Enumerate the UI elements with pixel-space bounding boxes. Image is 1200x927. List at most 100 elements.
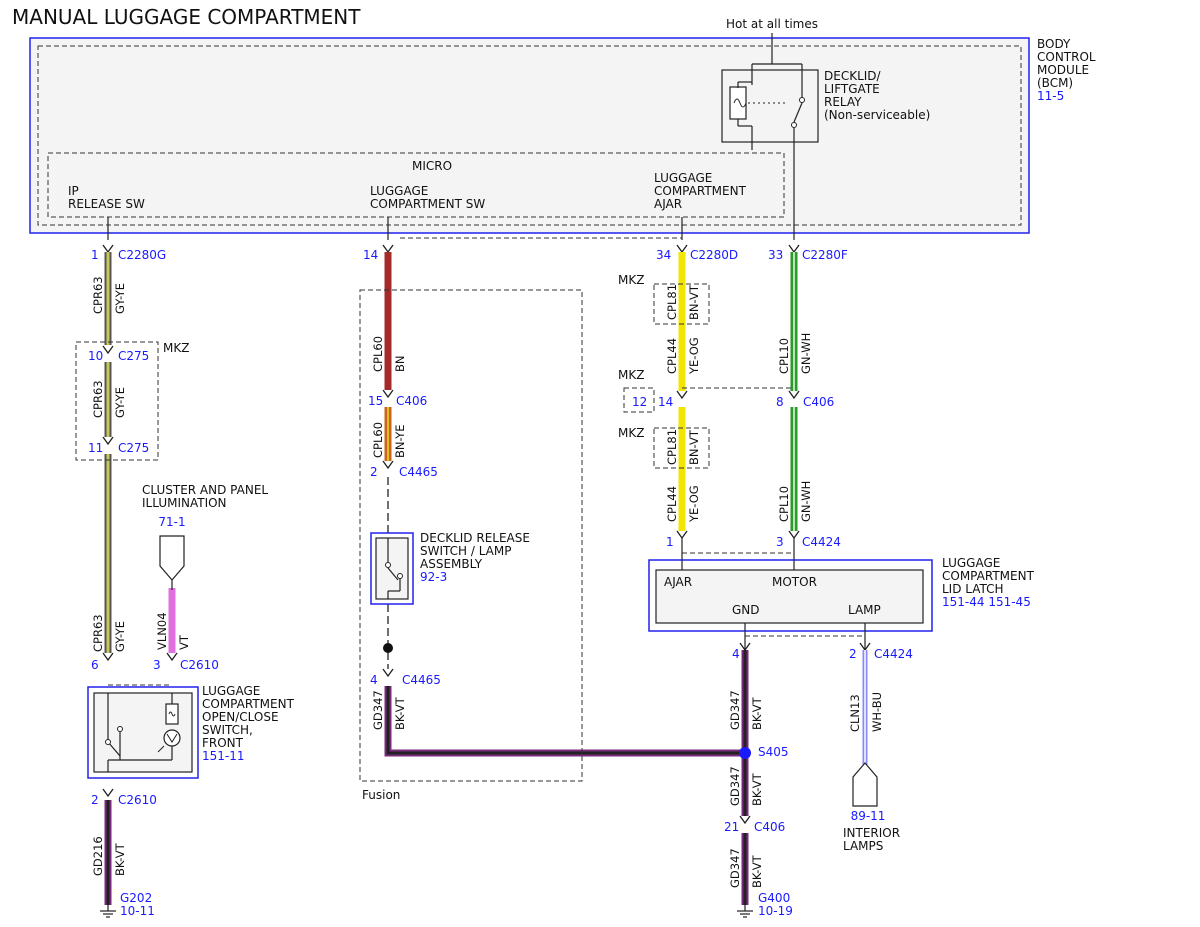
relay-label-3: RELAY bbox=[824, 95, 862, 109]
gnd-pin4: 4 bbox=[732, 647, 740, 661]
vln04-color: VT bbox=[177, 634, 191, 650]
cpr63-color-1: GY-YE bbox=[113, 283, 127, 314]
cluster-label-2: ILLUMINATION bbox=[142, 496, 227, 510]
interior-lamps: 89-11 INTERIOR LAMPS bbox=[843, 762, 900, 853]
cpl60b-color: BN-YE bbox=[393, 424, 407, 458]
open-close-switch: LUGGAGE COMPARTMENT OPEN/CLOSE SWITCH, F… bbox=[87, 684, 295, 779]
c406a-pin: 15 bbox=[368, 394, 383, 408]
vln04-circuit: VLN04 bbox=[155, 612, 169, 650]
cln13-color: WH-BU bbox=[870, 692, 884, 732]
cpl81-color-2: BN-VT bbox=[687, 429, 701, 465]
g202-label: G202 bbox=[120, 891, 152, 905]
c2610a-pin: 6 bbox=[91, 658, 99, 672]
c406b-right-pin: 8 bbox=[776, 395, 784, 409]
decklid-sw-label-1: DECKLID RELEASE bbox=[420, 531, 530, 545]
connector-arrows bbox=[102, 244, 871, 825]
c2280g-conn: C2280G bbox=[118, 248, 166, 262]
lid-latch: AJAR MOTOR GND LAMP LUGGAGE COMPARTMENT … bbox=[648, 538, 1035, 650]
c406b-left-pin: 12 bbox=[632, 395, 647, 409]
c2280g-pin: 1 bbox=[91, 248, 99, 262]
latch-pin-ajar: AJAR bbox=[664, 575, 692, 589]
c2280d-pin: 34 bbox=[656, 248, 671, 262]
interior-label-1: INTERIOR bbox=[843, 826, 900, 840]
ip-release-label-1: IP bbox=[68, 184, 79, 198]
c2280f-pin: 33 bbox=[768, 248, 783, 262]
cpl44-circuit-2: CPL44 bbox=[665, 486, 679, 522]
bcm-internal-leads bbox=[107, 150, 795, 240]
switch-label-3: OPEN/CLOSE bbox=[202, 710, 279, 724]
cpl60-color: BN bbox=[393, 356, 407, 373]
c4424a-pin1: 1 bbox=[666, 535, 674, 549]
relay-label-1: DECKLID/ bbox=[824, 69, 882, 83]
cln13-circuit: CLN13 bbox=[848, 694, 862, 732]
cpl81-circuit-2: CPL81 bbox=[665, 429, 679, 465]
cpr63-color-3: GY-YE bbox=[113, 621, 127, 652]
bcm-name-3: MODULE bbox=[1037, 63, 1089, 77]
lc-ajar-label-1: LUGGAGE bbox=[654, 171, 712, 185]
mkz-label-2: MKZ bbox=[618, 368, 644, 382]
cpl60-circuit: CPL60 bbox=[371, 336, 385, 372]
bcm-name-2: CONTROL bbox=[1037, 50, 1096, 64]
decklid-relay: Hot at all times DECKLID/ LIFTGATE RELAY… bbox=[721, 17, 930, 150]
hot-at-all-times: Hot at all times bbox=[726, 17, 818, 31]
cpl10-color-1: GN-WH bbox=[799, 333, 813, 374]
latch-pin-lamp: LAMP bbox=[848, 603, 881, 617]
bcm-name-4: (BCM) bbox=[1037, 76, 1073, 90]
c406c-pin: 21 bbox=[724, 820, 739, 834]
latch-label-3: LID LATCH bbox=[942, 582, 1004, 596]
s405-label: S405 bbox=[758, 745, 789, 759]
cpr63-circuit-1: CPR63 bbox=[91, 276, 105, 314]
cpl10-circuit-2: CPL10 bbox=[777, 486, 791, 522]
c2280f-conn: C2280F bbox=[802, 248, 848, 262]
gd347-color-3: BK-VT bbox=[750, 772, 764, 806]
mkz-label-1: MKZ bbox=[618, 273, 644, 287]
switch-label-5: FRONT bbox=[202, 736, 244, 750]
cluster-label-1: CLUSTER AND PANEL bbox=[142, 483, 268, 497]
mkz-label-3: MKZ bbox=[618, 426, 644, 440]
interior-label-2: LAMPS bbox=[843, 839, 883, 853]
gd347-circuit-1: GD347 bbox=[371, 690, 385, 730]
cpl10-circuit-1: CPL10 bbox=[777, 338, 791, 374]
lc-sw-label-2: COMPARTMENT SW bbox=[370, 197, 485, 211]
ground-g400: G400 10-19 bbox=[737, 891, 793, 918]
c4465a-pin: 2 bbox=[370, 465, 378, 479]
c406b-mid-pin: 14 bbox=[658, 395, 673, 409]
gd347-color-2: BK-VT bbox=[750, 696, 764, 730]
decklid-release-switch: DECKLID RELEASE SWITCH / LAMP ASSEMBLY 9… bbox=[370, 531, 530, 605]
wires bbox=[104, 252, 868, 905]
cpr63-circuit-2: CPR63 bbox=[91, 380, 105, 418]
switch-label-1: LUGGAGE bbox=[202, 684, 260, 698]
ground-g202: G202 10-11 bbox=[100, 891, 155, 918]
c406c-conn: C406 bbox=[754, 820, 785, 834]
c275a-pin: 10 bbox=[88, 349, 103, 363]
c2610b-conn: C2610 bbox=[180, 658, 219, 672]
interior-ref: 89-11 bbox=[851, 809, 886, 823]
cpl44-color-1: YE-OG bbox=[687, 337, 701, 375]
c406a-conn: C406 bbox=[396, 394, 427, 408]
c2610c-pin: 2 bbox=[91, 793, 99, 807]
relay-label-2: LIFTGATE bbox=[824, 82, 880, 96]
decklid-sw-ref: 92-3 bbox=[420, 570, 447, 584]
cpl81-color-1: BN-VT bbox=[687, 284, 701, 320]
gd347-circuit-3: GD347 bbox=[728, 766, 742, 806]
wire-labels: CPR63 GY-YE CPR63 GY-YE CPR63 GY-YE VLN0… bbox=[91, 276, 884, 888]
cpl60b-circuit: CPL60 bbox=[371, 422, 385, 458]
c275a-conn: C275 bbox=[118, 349, 149, 363]
latch-ref: 151-44 151-45 bbox=[942, 595, 1031, 609]
gd216-color: BK-VT bbox=[113, 842, 127, 876]
mkz-label-c275: MKZ bbox=[163, 341, 189, 355]
switch-ref: 151-11 bbox=[202, 749, 245, 763]
g400-ref: 10-19 bbox=[758, 904, 793, 918]
cpl44-circuit-1: CPL44 bbox=[665, 338, 679, 374]
gd347-color-1: BK-VT bbox=[393, 696, 407, 730]
latch-label-2: COMPARTMENT bbox=[942, 569, 1035, 583]
lc-sw-label-1: LUGGAGE bbox=[370, 184, 428, 198]
cpr63-color-2: GY-YE bbox=[113, 387, 127, 418]
c4465b-pin: 4 bbox=[370, 673, 378, 687]
fusion-label: Fusion bbox=[362, 788, 400, 802]
switch-label-2: COMPARTMENT bbox=[202, 697, 295, 711]
ip-release-label-2: RELEASE SW bbox=[68, 197, 145, 211]
cluster-ref: 71-1 bbox=[158, 515, 185, 529]
c2280d-conn: C2280D bbox=[690, 248, 738, 262]
bcm-ref: 11-5 bbox=[1037, 89, 1064, 103]
